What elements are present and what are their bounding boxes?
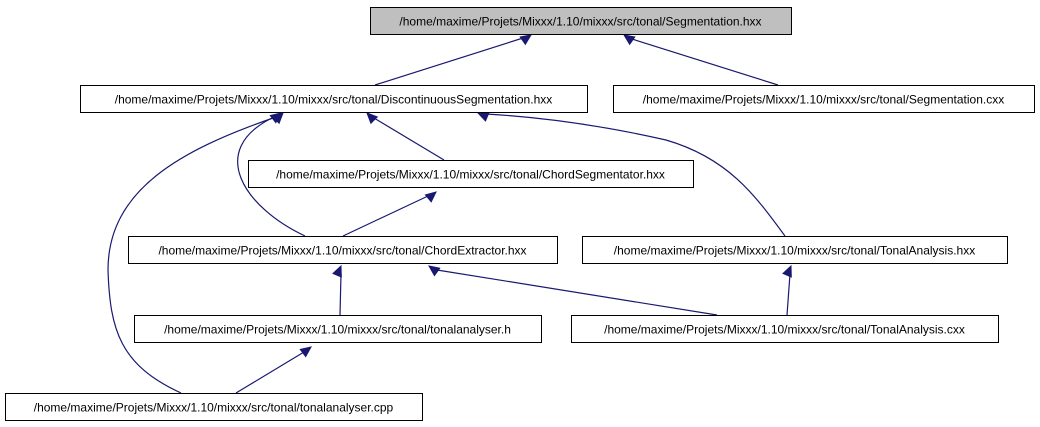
edge-line	[342, 195, 429, 237]
node-label[interactable]: /home/maxime/Projets/Mixxx/1.10/mixxx/sr…	[164, 323, 511, 337]
node-label[interactable]: /home/maxime/Projets/Mixxx/1.10/mixxx/sr…	[643, 93, 1004, 107]
edge-line	[631, 38, 779, 86]
edge-line	[374, 37, 524, 86]
node-chordseg[interactable]: /home/maxime/Projets/Mixxx/1.10/mixxx/sr…	[248, 160, 694, 188]
node-box[interactable]	[582, 236, 1008, 264]
edge-line	[436, 269, 718, 316]
node-box[interactable]	[370, 7, 792, 35]
arrowhead-icon	[519, 34, 533, 46]
node-label[interactable]: /home/maxime/Projets/Mixxx/1.10/mixxx/sr…	[614, 244, 975, 258]
edge-ta_h-to-chordext	[332, 264, 342, 316]
nodes-layer: /home/maxime/Projets/Mixxx/1.10/mixxx/sr…	[5, 7, 1035, 421]
arrowhead-icon	[424, 191, 437, 203]
edges-layer	[107, 34, 792, 394]
edge-chordseg-to-disc_hxx	[366, 112, 445, 161]
node-tonal_hxx[interactable]: /home/maxime/Projets/Mixxx/1.10/mixxx/sr…	[582, 236, 1008, 264]
edge-line	[237, 116, 306, 237]
node-tonal_cxx[interactable]: /home/maxime/Projets/Mixxx/1.10/mixxx/sr…	[571, 315, 999, 343]
node-box[interactable]	[613, 85, 1035, 113]
edge-line	[373, 117, 445, 161]
edge-tonal_cxx-to-tonal_hxx	[782, 264, 792, 316]
arrowhead-icon	[271, 112, 284, 125]
arrowhead-icon	[332, 264, 342, 278]
edge-tonal_cxx-to-chordext	[428, 265, 718, 316]
node-disc_hxx[interactable]: /home/maxime/Projets/Mixxx/1.10/mixxx/sr…	[80, 85, 588, 113]
node-label[interactable]: /home/maxime/Projets/Mixxx/1.10/mixxx/sr…	[115, 93, 553, 107]
node-chordext[interactable]: /home/maxime/Projets/Mixxx/1.10/mixxx/sr…	[128, 236, 558, 264]
node-label[interactable]: /home/maxime/Projets/Mixxx/1.10/mixxx/sr…	[604, 323, 965, 337]
arrowhead-icon	[622, 34, 636, 46]
edge-ta_cpp-to-disc_hxx	[107, 112, 284, 394]
arrowhead-icon	[366, 112, 379, 125]
node-label[interactable]: /home/maxime/Projets/Mixxx/1.10/mixxx/sr…	[34, 401, 394, 415]
node-box[interactable]	[80, 85, 588, 113]
node-box[interactable]	[134, 315, 542, 343]
node-label[interactable]: /home/maxime/Projets/Mixxx/1.10/mixxx/sr…	[158, 244, 526, 258]
edge-seg_cxx-to-seg_hxx	[622, 34, 779, 86]
node-ta_cpp[interactable]: /home/maxime/Projets/Mixxx/1.10/mixxx/sr…	[5, 393, 423, 421]
node-box[interactable]	[571, 315, 999, 343]
arrowhead-icon	[476, 112, 490, 122]
arrowhead-icon	[299, 346, 312, 358]
edge-disc_hxx-to-seg_hxx	[374, 34, 533, 86]
edge-line	[786, 273, 791, 316]
edge-ta_cpp-to-ta_h	[235, 346, 312, 394]
edge-line	[485, 113, 786, 237]
node-box[interactable]	[5, 393, 423, 421]
node-box[interactable]	[248, 160, 694, 188]
node-label[interactable]: /home/maxime/Projets/Mixxx/1.10/mixxx/sr…	[399, 15, 761, 29]
edge-line	[107, 116, 277, 394]
arrowhead-icon	[428, 265, 441, 277]
node-box[interactable]	[128, 236, 558, 264]
arrowhead-icon	[782, 264, 792, 278]
edge-tonal_hxx-to-disc_hxx	[476, 112, 786, 237]
edge-line	[339, 273, 342, 316]
node-seg_cxx[interactable]: /home/maxime/Projets/Mixxx/1.10/mixxx/sr…	[613, 85, 1035, 113]
node-label[interactable]: /home/maxime/Projets/Mixxx/1.10/mixxx/sr…	[276, 168, 665, 182]
edge-line	[235, 351, 305, 394]
node-ta_h[interactable]: /home/maxime/Projets/Mixxx/1.10/mixxx/sr…	[134, 315, 542, 343]
node-seg_hxx[interactable]: /home/maxime/Projets/Mixxx/1.10/mixxx/sr…	[370, 7, 792, 35]
edge-chordext-to-chordseg	[342, 191, 437, 237]
